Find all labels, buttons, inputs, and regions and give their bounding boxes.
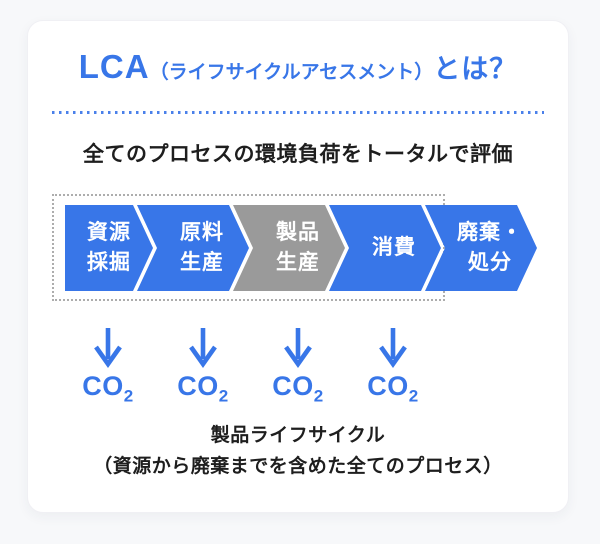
stage-label-line: 採掘 (87, 251, 131, 274)
co2-label: CO2 (272, 371, 324, 406)
stage-label-line: 資源 (87, 221, 131, 244)
title-suffix-text: とは？ (433, 54, 518, 84)
co2-emissions-row: CO2 CO2 CO2 CO2 (28, 316, 568, 404)
co2-label: CO2 (177, 371, 229, 406)
stage-label-line: 生産 (180, 251, 224, 274)
arrow-down-icon (94, 328, 122, 368)
stage-label-line: 原料 (180, 221, 224, 244)
lca-infographic-card: LCA （ライフサイクルアセスメント） とは？ 全てのプロセスの環境負荷をトータ… (27, 20, 569, 513)
lifecycle-caption: 製品ライフサイクル （資源から廃棄までを含めた全てのプロセス） (28, 420, 568, 482)
stage-label-line: 消費 (372, 236, 416, 259)
subtitle-text: 全てのプロセスの環境負荷をトータルで評価 (83, 143, 513, 166)
stage-label-line: 処分 (468, 251, 512, 274)
caption-line2: （資源から廃棄までを含めた全てのプロセス） (93, 456, 503, 477)
co2-emission-item: CO2 (348, 326, 438, 406)
process-arrow-row: 資源 採掘 原料 生産 製品 生産 消費 廃棄・ 処分 (65, 205, 537, 291)
title-lca-text: LCA (78, 48, 150, 85)
co2-emission-item: CO2 (63, 326, 153, 406)
stage-resource-extraction: 資源 採掘 (65, 205, 153, 291)
arrow-down-icon (284, 328, 312, 368)
assessment-scope-dotted-box (52, 194, 445, 301)
caption-line1: 製品ライフサイクル (210, 425, 386, 446)
arrow-down-icon (189, 328, 217, 368)
dotted-divider (52, 111, 544, 114)
co2-emission-item: CO2 (158, 326, 248, 406)
arrow-down-icon (379, 328, 407, 368)
co2-label: CO2 (367, 371, 419, 406)
stage-label-line: 製品 (276, 221, 320, 244)
title-paren-text: （ライフサイクルアセスメント） (149, 62, 434, 83)
lifecycle-flow-diagram: 資源 採掘 原料 生産 製品 生産 消費 廃棄・ 処分 (28, 194, 568, 306)
stage-label-line: 廃棄・ (457, 221, 523, 244)
co2-label: CO2 (82, 371, 134, 406)
stage-waste-disposal: 廃棄・ 処分 (425, 205, 537, 291)
stage-label-line: 生産 (276, 251, 320, 274)
stage-product-manufacturing: 製品 生産 (233, 205, 345, 291)
page-title: LCA （ライフサイクルアセスメント） とは？ (28, 47, 568, 93)
stage-consumption: 消費 (329, 205, 441, 291)
stage-raw-material-production: 原料 生産 (137, 205, 249, 291)
co2-emission-item: CO2 (253, 326, 343, 406)
